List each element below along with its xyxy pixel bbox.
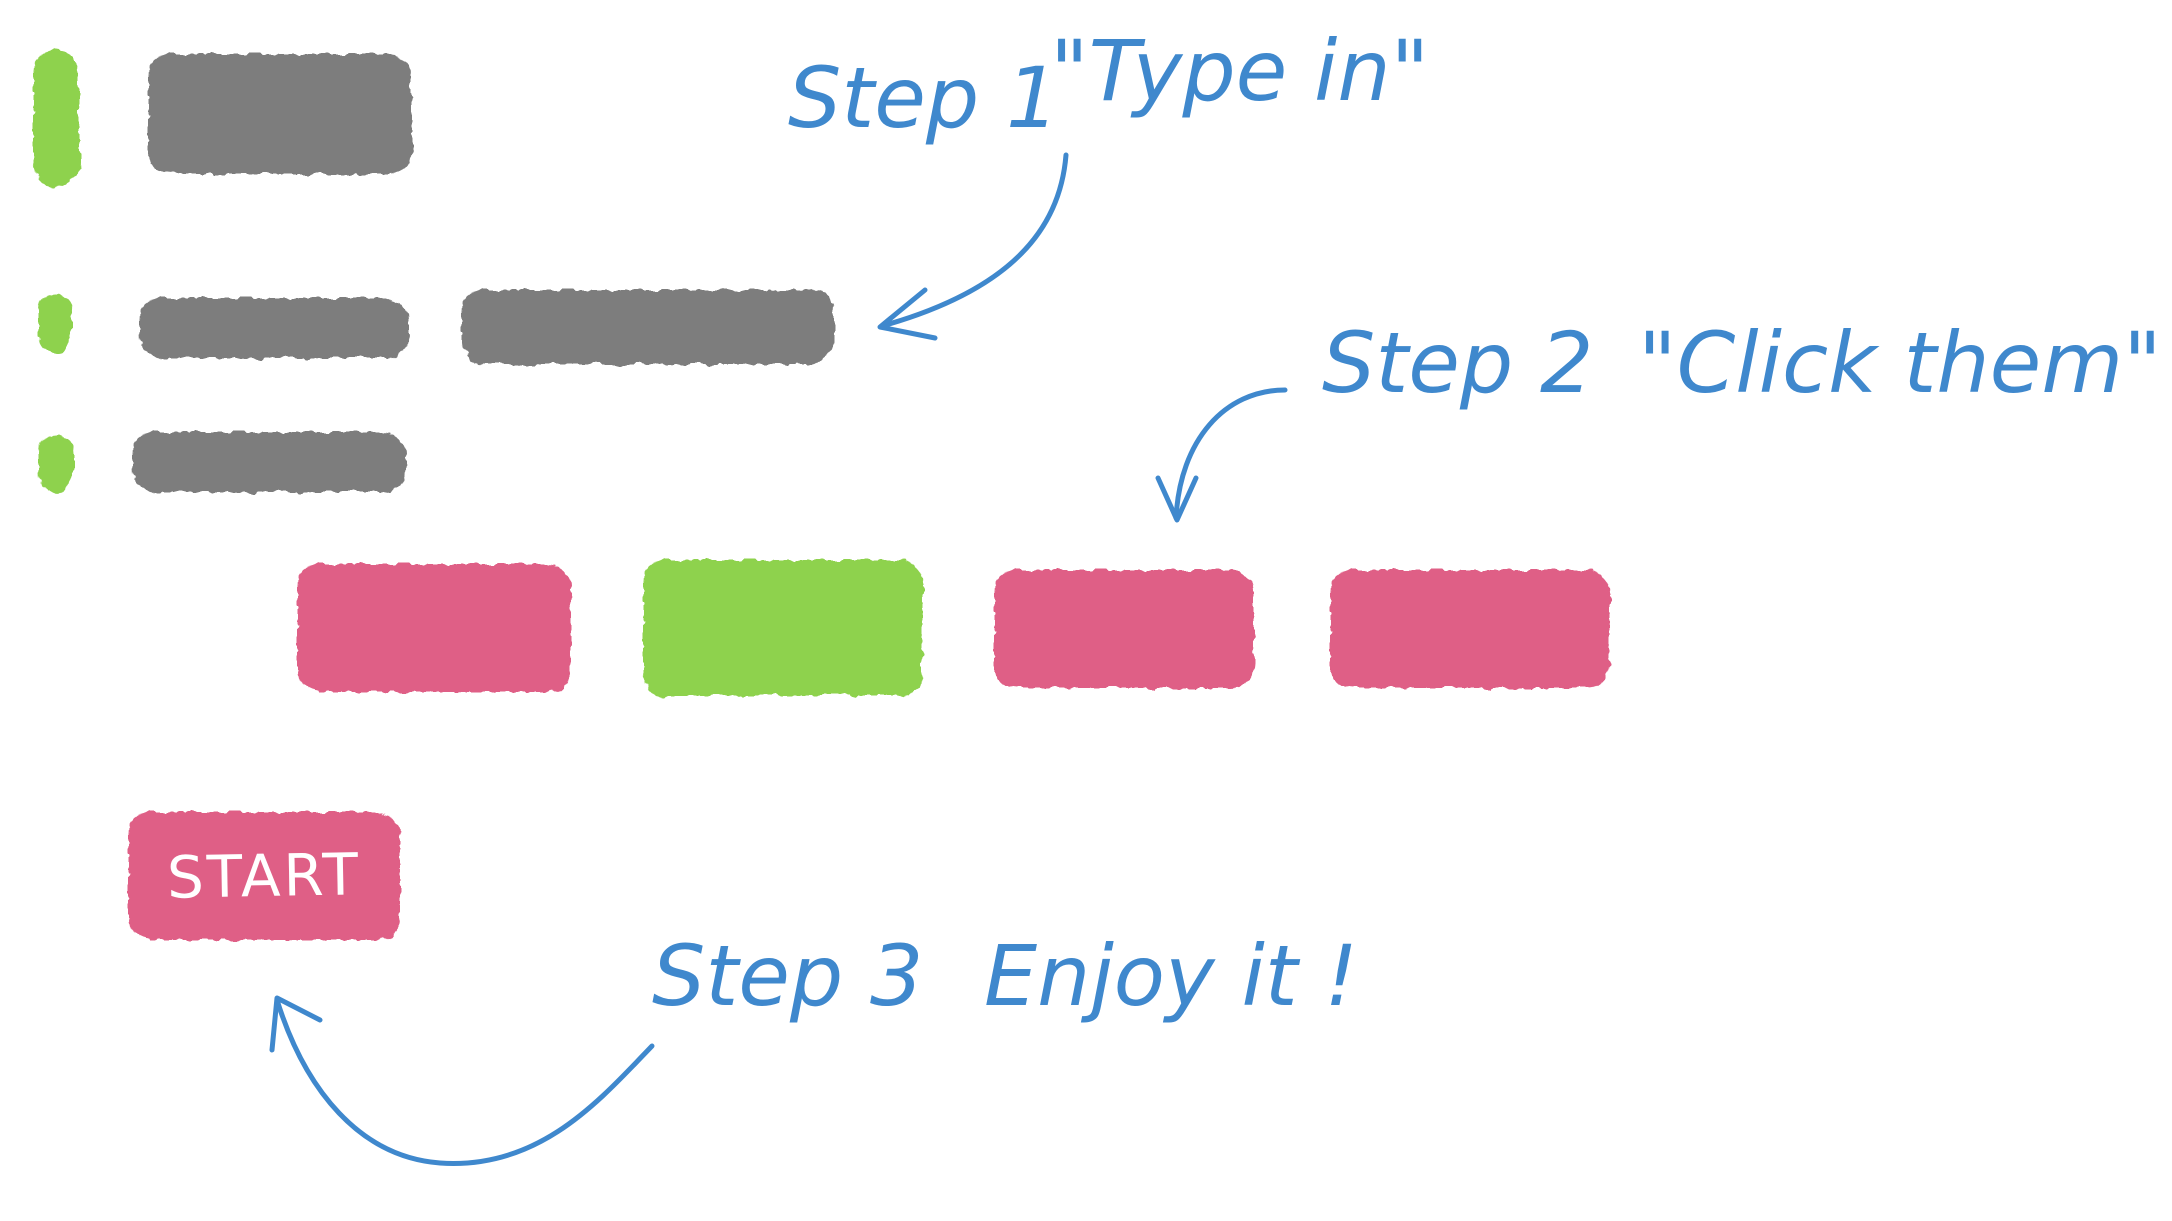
choice-button-1[interactable] — [297, 564, 571, 692]
choice-button-4[interactable] — [1330, 570, 1610, 688]
row-2-indicator — [38, 295, 71, 353]
row-1-indicator — [33, 50, 79, 186]
choice-button-3[interactable] — [994, 570, 1254, 688]
row-3-text-field[interactable] — [132, 432, 406, 492]
step2-title: Step 2 — [1322, 314, 1593, 412]
row-1-text-field[interactable] — [148, 54, 412, 174]
row-2-text-field-2[interactable] — [461, 290, 834, 364]
step1-text: "Type in" — [1050, 22, 1429, 120]
step3-text: Enjoy it ! — [984, 927, 1358, 1025]
curved-arrow-icon — [1155, 387, 1288, 523]
curved-arrow-icon — [877, 152, 1069, 341]
curved-arrow-icon — [269, 995, 655, 1166]
step3-title: Step 3 — [652, 927, 923, 1025]
start-button[interactable]: START — [128, 812, 400, 940]
step2-text: "Click them" — [1638, 314, 2162, 412]
choice-button-2-selected[interactable] — [643, 560, 923, 696]
row-3-indicator — [38, 436, 73, 492]
row-2-text-field-1[interactable] — [139, 298, 409, 358]
start-button-background — [128, 812, 400, 940]
step1-title: Step 1 — [788, 49, 1059, 147]
